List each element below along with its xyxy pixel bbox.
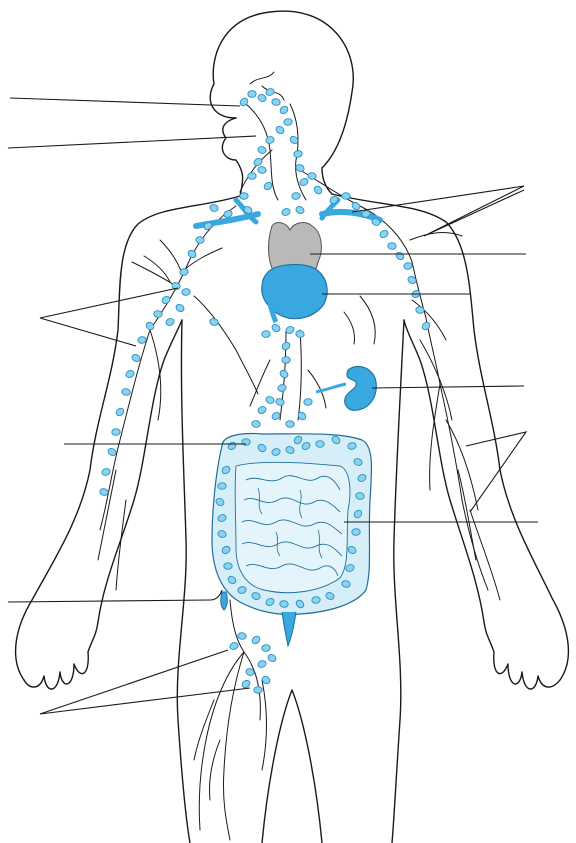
lymph-node	[237, 632, 247, 640]
lymph-node	[265, 395, 275, 405]
lymph-node	[165, 317, 175, 326]
lymph-node	[284, 118, 293, 125]
lymph-node	[421, 321, 432, 332]
leader-line-inguinal-nodes	[40, 650, 250, 714]
lymph-node	[112, 428, 121, 435]
lymph-node	[253, 157, 264, 167]
lymph-node	[271, 323, 282, 333]
lymph-node	[101, 467, 111, 476]
spleen	[345, 366, 377, 410]
lymph-node	[303, 398, 313, 406]
lymph-node	[224, 563, 233, 570]
lymph-node	[187, 249, 198, 259]
lymph-node	[181, 288, 190, 296]
lymph-node	[262, 644, 271, 651]
lymph-node	[275, 397, 285, 406]
leader-line-appendix	[8, 590, 222, 602]
lymph-node	[261, 330, 270, 337]
lymph-node	[240, 192, 249, 199]
lymph-node	[275, 125, 286, 135]
lymph-node	[403, 262, 413, 270]
lymph-node	[247, 90, 256, 98]
lymph-node	[281, 341, 292, 351]
lymph-node	[271, 98, 281, 106]
lymph-node	[254, 687, 263, 694]
lymph-node	[316, 440, 325, 447]
lymph-node	[282, 357, 291, 364]
lymph-node	[218, 482, 227, 489]
lymph-node	[279, 105, 290, 115]
lymph-node	[145, 321, 156, 332]
leader-line-vessels-upper-right	[352, 186, 524, 236]
lymph-node	[115, 407, 126, 418]
lymph-node	[251, 420, 260, 428]
intestines	[212, 434, 372, 647]
lymph-node	[257, 146, 267, 155]
lymph-node	[161, 295, 172, 305]
leader-line-cervical-nodes	[8, 136, 256, 148]
lymph-node	[121, 388, 131, 396]
lymph-node	[175, 303, 186, 313]
lymph-node	[388, 242, 397, 249]
lymph-node	[293, 150, 303, 158]
lymph-node	[299, 177, 310, 187]
lymph-node	[281, 207, 291, 217]
lymph-node	[295, 163, 305, 172]
lymph-node	[131, 353, 141, 363]
lymph-node	[209, 318, 219, 326]
lymph-node	[267, 653, 278, 663]
leader-lines	[8, 98, 538, 714]
lymph-node	[263, 181, 274, 191]
lymph-node	[342, 193, 350, 200]
lymph-node	[279, 369, 290, 379]
lymph-node	[295, 330, 305, 339]
lymph-node	[251, 635, 262, 645]
appendix	[221, 592, 228, 610]
lymph-node	[196, 237, 205, 244]
lymph-node	[395, 251, 406, 262]
lymph-node	[248, 173, 257, 180]
lymph-node	[313, 185, 324, 196]
lymph-node	[291, 192, 300, 200]
lymph-node	[295, 205, 306, 215]
lymph-node	[257, 93, 268, 103]
lymph-node	[307, 172, 316, 180]
lymph-node	[257, 659, 267, 668]
lymph-node	[125, 369, 135, 379]
small-intestine	[235, 462, 350, 592]
lymph-node	[286, 420, 295, 427]
lymph-node	[265, 136, 275, 145]
leader-line-spleen	[372, 386, 524, 388]
lymph-node	[137, 336, 146, 344]
lymph-node	[277, 384, 287, 393]
lymph-node	[257, 405, 268, 415]
lymph-node	[153, 310, 162, 317]
lymph-node	[229, 641, 239, 651]
lymph-node	[257, 166, 267, 174]
lymph-node	[379, 229, 390, 239]
lymph-node	[209, 204, 219, 213]
leader-line-tonsils	[10, 98, 240, 106]
